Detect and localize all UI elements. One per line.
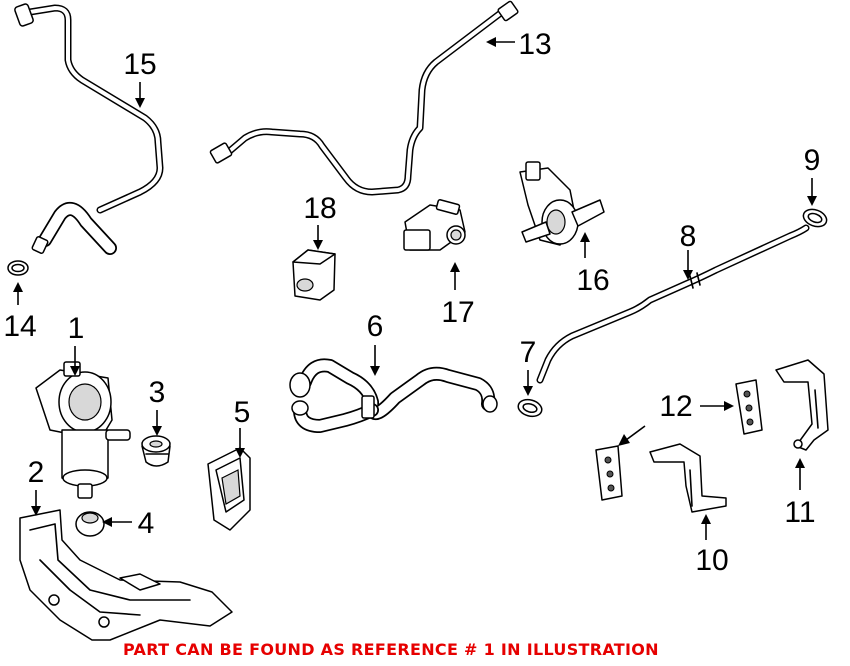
part-16-valve [519,161,605,246]
label-10: 10 [695,544,728,577]
part-14-clamp [7,260,29,276]
label-16: 16 [576,264,609,297]
part-13-vacuum-line [209,0,519,196]
label-9: 9 [804,144,821,177]
label-2: 2 [28,456,45,489]
part-3-grommet [141,435,171,467]
label-11: 11 [784,496,815,529]
reference-note: PART CAN BE FOUND AS REFERENCE # 1 IN IL… [123,640,659,659]
part-10-bracket [649,443,727,513]
label-6: 6 [367,310,384,343]
label-12: 12 [659,390,692,423]
part-5-bracket [207,447,251,531]
label-15: 15 [123,48,156,81]
label-18: 18 [303,192,336,225]
label-1: 1 [68,312,85,345]
label-17: 17 [441,296,474,329]
part-4-mount [75,511,105,537]
part-2-mounting-bracket [19,509,233,641]
part-1-vacuum-pump [35,361,131,499]
label-7: 7 [520,336,537,369]
part-8-hose [536,224,810,384]
label-14: 14 [3,310,36,343]
part-9-clamp [802,208,828,228]
label-13: 13 [518,28,551,61]
label-4: 4 [138,507,155,540]
part-18-cover [292,249,336,301]
label-8: 8 [680,220,697,253]
part-15-vacuum-line [14,3,164,255]
part-12-connectors [595,379,763,501]
part-6-hose-assembly [289,358,498,433]
reference-numbers: 15 13 14 18 17 16 8 9 7 6 1 3 5 2 4 12 1… [3,28,820,577]
part-17-sensor [403,199,466,251]
part-7-clamp [517,398,543,418]
leader-arrows [13,37,817,540]
label-5: 5 [234,396,251,429]
label-3: 3 [149,376,166,409]
part-11-bracket [775,359,829,451]
